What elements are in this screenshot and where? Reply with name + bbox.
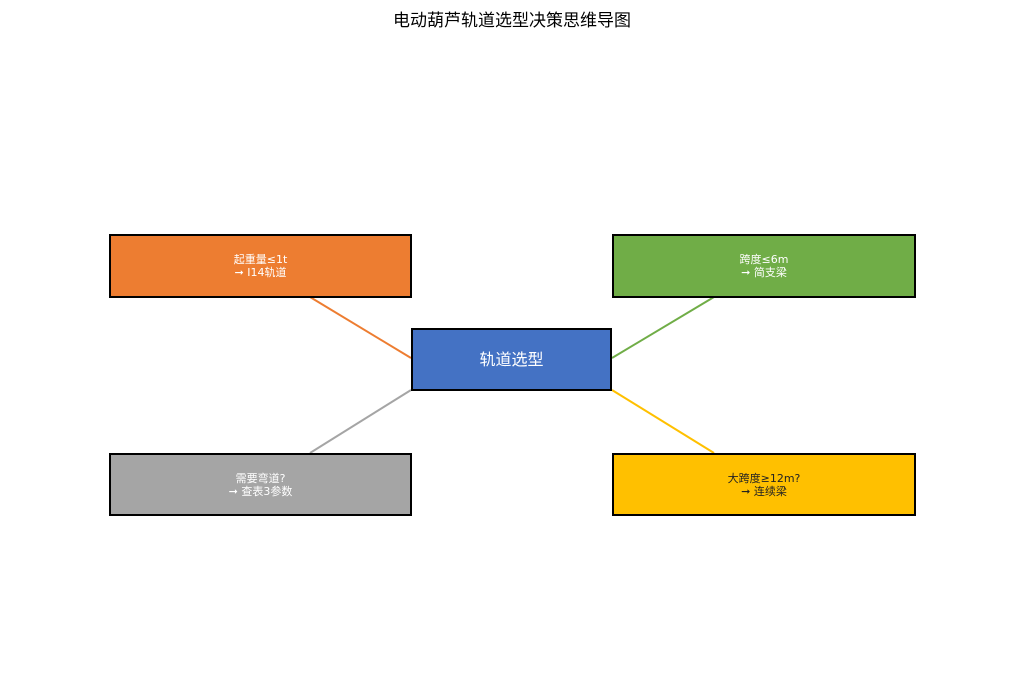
branch-condition: 大跨度≥12m? (727, 471, 801, 485)
branch-node-large-span: 大跨度≥12m? ➞ 连续梁 (612, 453, 916, 516)
branch-result: ➞ 连续梁 (741, 484, 787, 498)
branch-result: ➞ I14轨道 (234, 266, 287, 279)
center-node-label: 轨道选型 (479, 349, 544, 369)
center-node: 轨道选型 (411, 328, 612, 391)
connector-bottom-left (309, 389, 412, 454)
branch-condition: 跨度≤6m (739, 253, 789, 266)
diagram-title: 电动葫芦轨道选型决策思维导图 (393, 11, 631, 31)
branch-node-curve: 需要弯道? ➞ 查表3参数 (109, 453, 412, 516)
branch-result: ➞ 查表3参数 (228, 484, 293, 498)
branch-condition: 需要弯道? (235, 471, 286, 485)
connector-top-left (309, 296, 412, 359)
branch-condition: 起重量≤1t (233, 253, 288, 266)
branch-node-load-capacity: 起重量≤1t ➞ I14轨道 (109, 234, 412, 298)
branch-result: ➞ 简支梁 (741, 266, 787, 279)
branch-node-span: 跨度≤6m ➞ 简支梁 (612, 234, 916, 298)
connector-bottom-right (611, 389, 715, 454)
connector-top-right (611, 296, 715, 359)
